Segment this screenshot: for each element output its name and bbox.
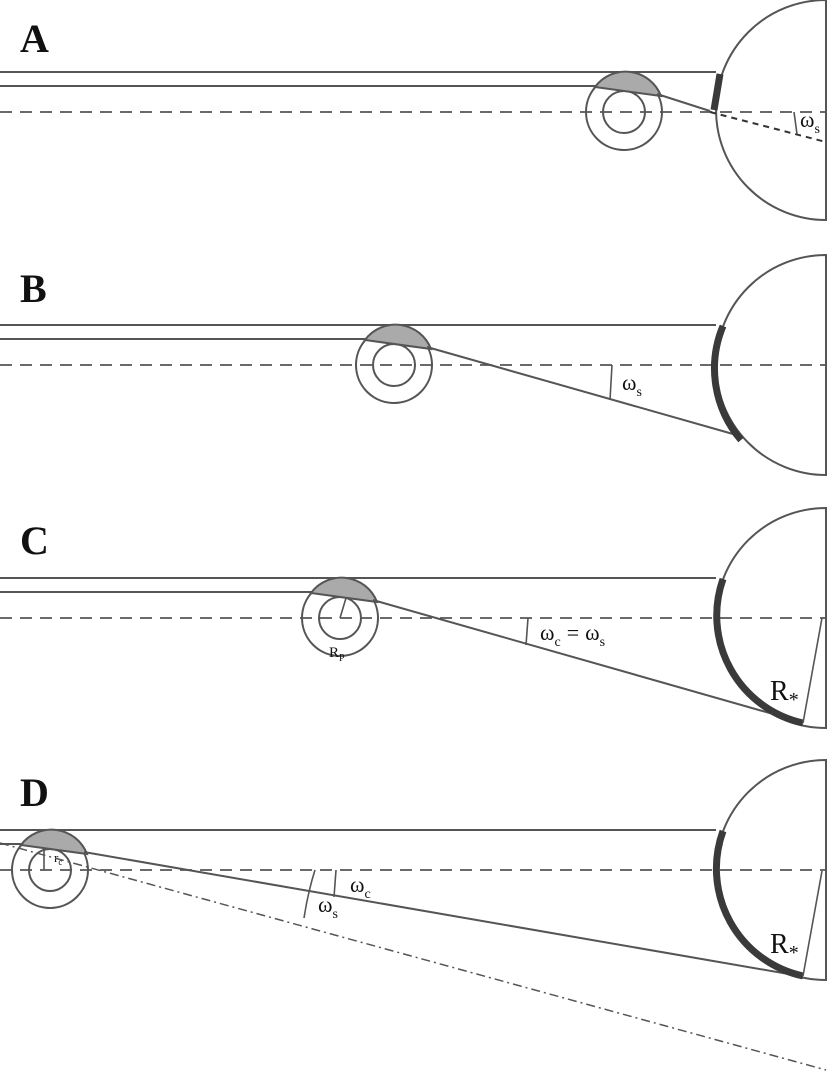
stellar-arc [712, 829, 804, 980]
planet-cap [593, 70, 663, 98]
sightline [656, 93, 711, 112]
omega-s-label: ωs [622, 370, 642, 400]
planet-cap [19, 828, 89, 856]
planet-cap [309, 576, 379, 604]
omega-c-label: ωc [350, 872, 371, 902]
star-outline [715, 0, 827, 222]
angle-tick [609, 364, 613, 401]
panel-d: D rc ωc ωs R* [0, 758, 827, 1071]
stellar-arc [713, 577, 804, 727]
panel-label-d: D [20, 770, 49, 815]
omega-c-equals-omega-s-label: ωc=ωs [540, 620, 605, 650]
omega-s-tick [303, 869, 316, 919]
stellar-arc [711, 324, 744, 443]
omega-s-label: ωs [800, 107, 820, 137]
stellar-arc [710, 73, 724, 111]
planet-cap [363, 323, 433, 351]
star-radius-line [802, 617, 823, 724]
star-radius-label: R* [770, 676, 799, 711]
star-radius-line [802, 870, 823, 977]
angle-tick [525, 617, 529, 646]
dash-dot-sightline [0, 842, 827, 1071]
sightline [426, 346, 741, 437]
panel-c: C RP ωc=ωs R* [0, 506, 827, 730]
planet-radius-line [339, 597, 347, 619]
omega-s-label: ωs [318, 892, 338, 922]
sightline [83, 851, 801, 977]
rc-label: rc [54, 850, 62, 867]
omega-c-tick [333, 869, 337, 898]
star-radius-label: R* [770, 929, 799, 964]
panel-b: B ωs [0, 253, 827, 477]
panel-label-c: C [20, 518, 49, 563]
angle-tick [793, 111, 798, 135]
sightline-extension [709, 111, 827, 143]
rp-label: RP [329, 645, 345, 664]
panel-a: A ωs [0, 0, 827, 222]
panel-label-a: A [20, 16, 49, 61]
sightline [372, 599, 802, 723]
panel-label-b: B [20, 266, 47, 311]
